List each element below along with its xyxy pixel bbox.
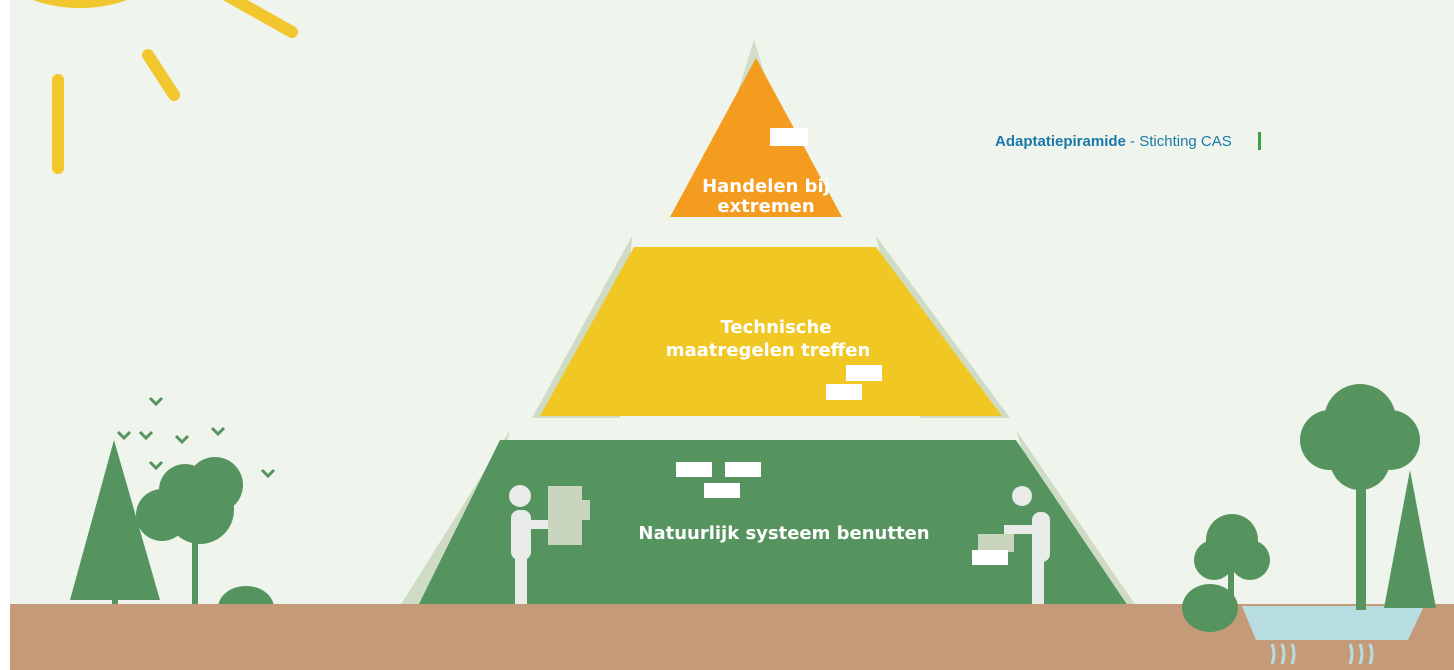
brick-icon [704, 483, 740, 498]
top-tier-label-line2: extremen [717, 196, 814, 217]
bottom-tier-label: Natuurlijk systeem benutten [638, 523, 929, 544]
brick-icon [846, 365, 882, 381]
water-basin [1242, 606, 1424, 640]
caption-source: Stichting CAS [1139, 132, 1232, 150]
caption-separator: | [1257, 132, 1261, 150]
caption-dash: - [1130, 132, 1136, 150]
image-caption: Adaptatiepiramide - Stichting CAS | [995, 130, 1261, 152]
pyramid-bottom-tier [418, 440, 1128, 606]
brick-icon [725, 462, 761, 477]
right-trees [1182, 384, 1436, 632]
brick-icon [826, 384, 862, 400]
brick-icon [770, 128, 808, 146]
adaptation-pyramid-illustration: Handelen bij extremen Technische maatreg… [10, 0, 1454, 670]
water-roots-icon [1270, 643, 1374, 665]
middle-tier-label-line1: Technische [721, 317, 832, 338]
birds-icon [116, 396, 276, 479]
ground [10, 604, 1454, 670]
worker-left-figure [509, 485, 590, 617]
caption-title: Adaptatiepiramide [995, 132, 1126, 150]
page-margin [0, 0, 10, 670]
top-tier-label-line1: Handelen bij [702, 176, 830, 197]
pyramid-middle-tier [540, 247, 1002, 416]
sun-icon [33, 0, 298, 174]
pyramid-top-tier [670, 58, 842, 217]
middle-tier-label-line2: maatregelen treffen [666, 340, 871, 361]
worker-right-figure [972, 486, 1050, 607]
brick-icon [676, 462, 712, 477]
